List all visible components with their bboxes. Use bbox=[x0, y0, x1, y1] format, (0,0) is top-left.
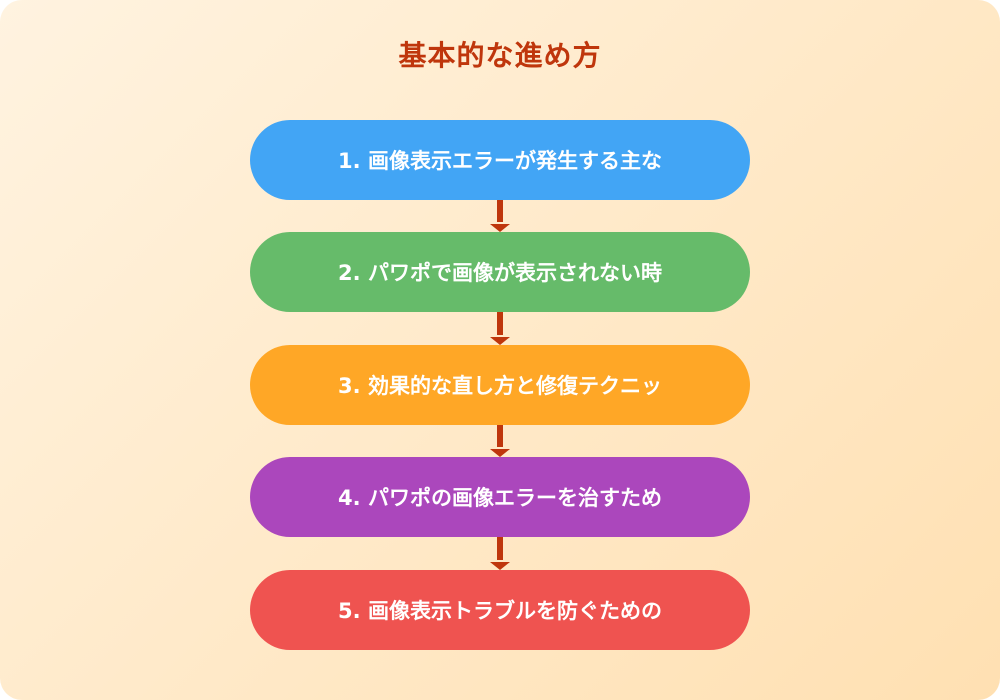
arrow-4-5-head-icon bbox=[490, 562, 510, 570]
arrow-2-3-head-icon bbox=[490, 337, 510, 345]
step-3-box: 3. 効果的な直し方と修復テクニッ bbox=[250, 345, 750, 425]
step-5-box: 5. 画像表示トラブルを防ぐための bbox=[250, 570, 750, 650]
arrow-1-2-shaft bbox=[497, 200, 503, 222]
step-1-label: 1. 画像表示エラーが発生する主な bbox=[338, 149, 662, 173]
arrow-3-4-shaft bbox=[497, 425, 503, 447]
arrow-2-3-shaft bbox=[497, 312, 503, 335]
step-2-label: 2. パワポで画像が表示されない時 bbox=[338, 261, 662, 285]
diagram-title: 基本的な進め方 bbox=[398, 39, 602, 72]
step-2-box: 2. パワポで画像が表示されない時 bbox=[250, 232, 750, 312]
step-4-box: 4. パワポの画像エラーを治すため bbox=[250, 457, 750, 537]
step-1-box: 1. 画像表示エラーが発生する主な bbox=[250, 120, 750, 200]
step-5-label: 5. 画像表示トラブルを防ぐための bbox=[338, 599, 662, 623]
step-3-label: 3. 効果的な直し方と修復テクニッ bbox=[338, 374, 662, 398]
arrow-4-5-shaft bbox=[497, 537, 503, 560]
step-4-label: 4. パワポの画像エラーを治すため bbox=[338, 486, 662, 510]
arrow-3-4-head-icon bbox=[490, 449, 510, 457]
arrow-1-2-head-icon bbox=[490, 224, 510, 232]
